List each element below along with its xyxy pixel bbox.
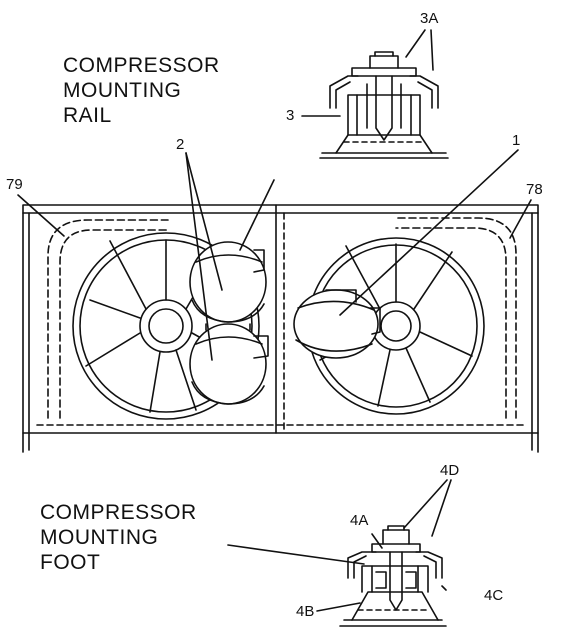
callout-3A: 3A [420,10,439,27]
foot-heading-line-3: FOOT [40,551,101,574]
mounting-foot-detail [227,479,452,627]
callout-4D: 4D [440,462,460,479]
callout-79: 79 [6,176,23,193]
right-compressor [293,289,381,359]
callout-3: 3 [286,107,295,124]
rail-heading-line-2: MOUNTING [63,79,182,102]
mounting-rail-detail [301,29,449,159]
callout-78: 78 [526,181,543,198]
main-leader-lines [17,149,532,361]
foot-heading: COMPRESSOR MOUNTING FOOT [40,500,197,575]
rail-heading-line-1: COMPRESSOR [63,54,220,77]
rail-heading: COMPRESSOR MOUNTING RAIL [63,53,220,128]
condensing-unit-housing [22,204,539,453]
left-compressors [189,241,269,405]
callout-4A: 4A [350,512,369,529]
callout-2: 2 [176,136,185,153]
callout-4C: 4C [484,587,504,604]
rail-heading-line-3: RAIL [63,104,112,127]
foot-heading-line-1: COMPRESSOR [40,501,197,524]
foot-heading-line-2: MOUNTING [40,526,159,549]
callout-4B: 4B [296,603,315,620]
callout-1: 1 [512,132,521,149]
